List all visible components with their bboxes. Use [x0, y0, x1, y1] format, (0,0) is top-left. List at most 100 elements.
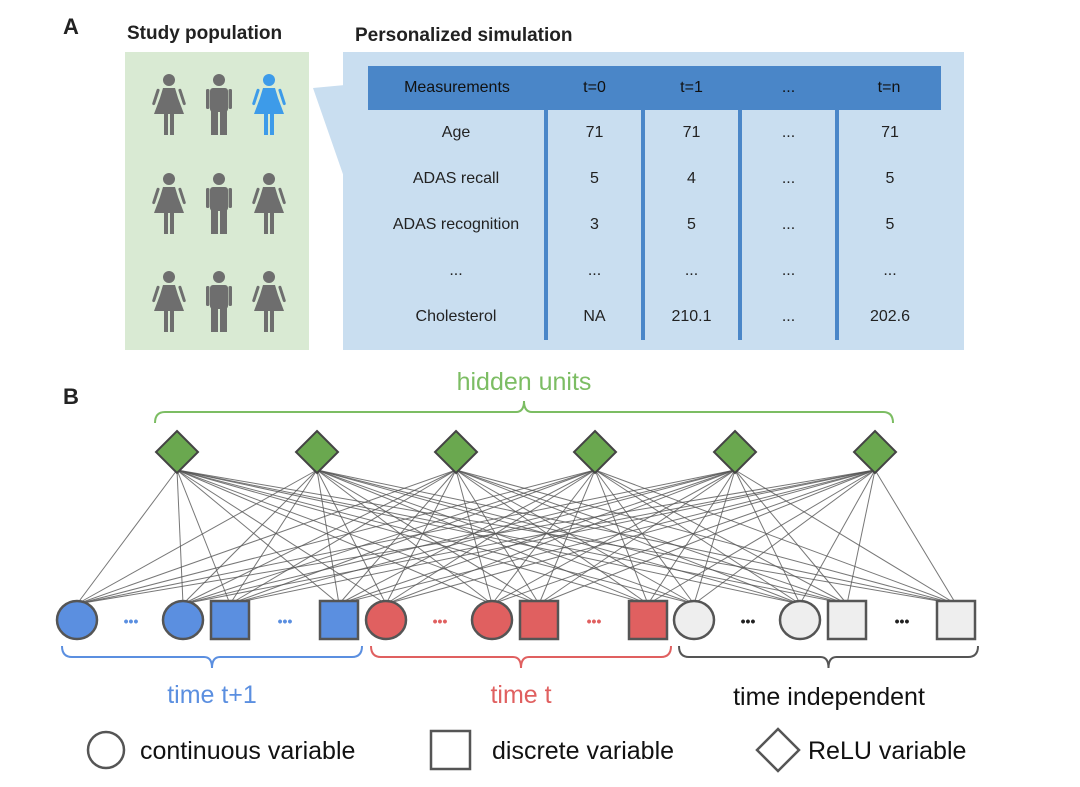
female-person-icon	[152, 74, 186, 135]
table-cell: 5	[544, 156, 643, 202]
continuous-variable-node	[161, 599, 205, 641]
connection-line	[76, 469, 596, 605]
table-cell: ...	[835, 248, 941, 294]
connection-line	[176, 469, 231, 605]
connection-line	[176, 469, 801, 605]
connection-line	[316, 469, 540, 605]
connection-line	[538, 469, 876, 605]
table-cell: ...	[449, 262, 463, 279]
connection-line	[385, 469, 876, 605]
connection-line	[385, 469, 736, 605]
ellipsis-dots: •••	[587, 613, 602, 629]
connection-line	[76, 469, 876, 605]
connection-line	[734, 469, 801, 605]
braces	[61, 400, 979, 669]
network-diagram: •••••••••••••••••• hidden units time t+1…	[55, 368, 979, 773]
legend-circle-icon	[86, 730, 126, 770]
legend-continuous-label: continuous variable	[140, 737, 355, 765]
discrete-variable-node	[627, 599, 669, 641]
header-t0: t=0	[546, 66, 643, 110]
table-row: ADAS recall 5 4 ... 5	[368, 156, 941, 202]
people-grid	[152, 74, 286, 332]
connection-line	[176, 469, 695, 605]
table-cell: Age	[441, 124, 471, 141]
table-cell: NA	[544, 294, 643, 340]
connection-line	[734, 469, 848, 605]
connection-line	[455, 469, 801, 605]
table-cell: ...	[641, 248, 740, 294]
group-label-time-independent: time independent	[733, 683, 925, 711]
ellipsis-dots: •••	[278, 613, 293, 629]
connection-line	[229, 469, 596, 605]
connection-line	[229, 469, 318, 605]
study-population-box	[125, 52, 309, 350]
table-row: Cholesterol NA 210.1 ... 202.6	[368, 294, 941, 340]
legend-diamond-icon	[755, 727, 801, 773]
connection-line	[182, 469, 457, 605]
table-cell: ...	[738, 156, 837, 202]
table-cell: 71	[544, 110, 643, 156]
connection-line	[338, 469, 876, 605]
legend-discrete-label: discrete variable	[492, 737, 674, 765]
panel-b-letter: B	[63, 384, 79, 409]
connection-line	[229, 469, 457, 605]
nodes: ••••••••••••••••••	[55, 429, 977, 641]
group-label-time-t-plus-1: time t+1	[167, 681, 257, 709]
connection-line	[693, 469, 736, 605]
continuous-variable-node	[778, 599, 822, 641]
connection-line	[76, 469, 178, 605]
connection-line	[176, 469, 184, 605]
table-cell: 210.1	[641, 294, 740, 340]
table-cell: 5	[835, 202, 941, 248]
discrete-variable-node	[826, 599, 868, 641]
connection-line	[455, 469, 695, 605]
connection-line	[76, 469, 736, 605]
female-person-icon	[152, 173, 186, 234]
ellipsis-dots: •••	[895, 613, 910, 629]
connection-line	[799, 469, 876, 605]
connection-line	[538, 469, 736, 605]
connection-line	[76, 469, 457, 605]
table-cell: 5	[641, 202, 740, 248]
male-person-icon	[206, 173, 232, 234]
continuous-variable-node	[55, 599, 99, 641]
table-cell: 4	[641, 156, 740, 202]
discrete-variable-node	[318, 599, 360, 641]
table-cell: 202.6	[835, 294, 941, 340]
connection-line	[316, 469, 801, 605]
connection-line	[491, 469, 596, 605]
discrete-variable-node	[518, 599, 560, 641]
connection-line	[229, 469, 736, 605]
hidden-unit-diamond	[433, 429, 479, 475]
legend: continuous variable discrete variable Re…	[86, 727, 966, 773]
callout-wedge	[313, 85, 345, 180]
table-cell: 71	[835, 110, 941, 156]
table-cell: ...	[738, 110, 837, 156]
connection-line	[647, 469, 876, 605]
hidden-unit-diamond	[852, 429, 898, 475]
connection-line	[229, 469, 876, 605]
connection-line	[176, 469, 387, 605]
connection-line	[594, 469, 695, 605]
legend-relu-label: ReLU variable	[808, 737, 966, 765]
ellipsis-dots: •••	[741, 613, 756, 629]
panel-a-letter: A	[63, 14, 79, 39]
connection-line	[182, 469, 876, 605]
table-cell: Cholesterol	[415, 308, 497, 325]
connection-lines	[76, 469, 957, 605]
table-cell: 3	[544, 202, 643, 248]
connection-line	[338, 469, 596, 605]
table-cell: ...	[738, 248, 837, 294]
table-cell: ...	[738, 202, 837, 248]
connection-line	[491, 469, 876, 605]
connection-line	[491, 469, 736, 605]
connection-line	[538, 469, 596, 605]
hidden-unit-diamond	[572, 429, 618, 475]
table-row: ... ... ... ... ...	[368, 248, 941, 294]
connection-line	[176, 469, 848, 605]
study-population-title: Study population	[127, 23, 283, 44]
connection-line	[594, 469, 848, 605]
group-label-time-t: time t	[490, 681, 551, 709]
hidden-unit-diamond	[294, 429, 340, 475]
connection-line	[176, 469, 340, 605]
